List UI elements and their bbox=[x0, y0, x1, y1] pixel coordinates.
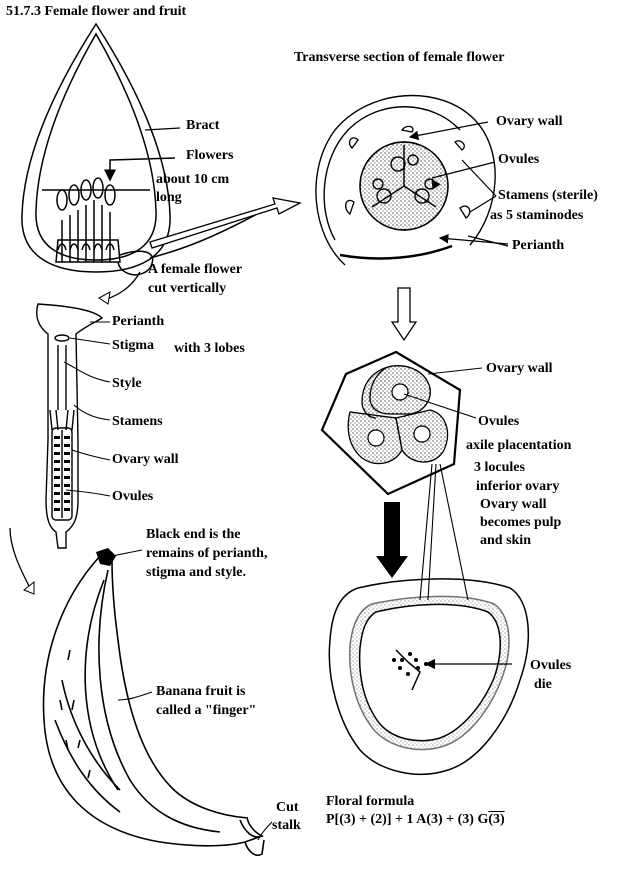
vertical-section-drawing bbox=[36, 303, 104, 549]
label-black-end-2: remains of perianth, bbox=[146, 546, 268, 561]
label-vs-stigma-note: with 3 lobes bbox=[174, 341, 245, 356]
label-ts-staminodes: as 5 staminodes bbox=[490, 208, 584, 223]
label-ts-ovules: Ovules bbox=[498, 152, 540, 167]
banana-leaders bbox=[111, 549, 273, 841]
vertical-ovules bbox=[54, 436, 70, 511]
label-size-1: about 10 cm bbox=[156, 172, 230, 187]
label-ts-perianth: Perianth bbox=[512, 238, 565, 253]
flower-cluster bbox=[55, 177, 121, 263]
formula-heading: Floral formula bbox=[326, 794, 415, 809]
label-ov-pulp-3: and skin bbox=[480, 533, 531, 548]
label-vs-style: Style bbox=[112, 376, 142, 391]
label-cut-2: stalk bbox=[272, 818, 301, 833]
banana-black-end bbox=[96, 548, 116, 566]
label-fs-ovules: Ovules bbox=[530, 658, 572, 673]
inflorescence-drawing bbox=[21, 22, 271, 276]
page-title: 51.7.3 Female flower and fruit bbox=[6, 4, 187, 19]
label-vs-caption-1: A female flower bbox=[148, 262, 243, 277]
label-vs-stamens: Stamens bbox=[112, 414, 163, 429]
transverse-section-drawing bbox=[315, 94, 496, 266]
fruit-section-drawing bbox=[328, 578, 529, 775]
staminodes bbox=[344, 125, 471, 219]
label-ov-locules: 3 locules bbox=[474, 460, 525, 475]
ovary-leaders bbox=[403, 367, 483, 601]
label-ts-stamens: Stamens (sterile) bbox=[498, 188, 598, 203]
label-ov-pulp-1: Ovary wall bbox=[480, 497, 547, 512]
label-ov-placentation: axile placentation bbox=[466, 438, 572, 453]
label-finger-2: called a "finger" bbox=[156, 703, 257, 718]
label-ov-ovary-wall: Ovary wall bbox=[486, 361, 553, 376]
transverse-leaders bbox=[408, 121, 509, 247]
label-cut-1: Cut bbox=[276, 800, 299, 815]
label-ts-ovary-wall: Ovary wall bbox=[496, 114, 563, 129]
vertical-leaders bbox=[63, 321, 111, 497]
label-vs-stigma: Stigma bbox=[112, 338, 154, 353]
label-fs-die: die bbox=[534, 677, 552, 692]
label-ov-inferior: inferior ovary bbox=[476, 479, 560, 494]
label-bract: Bract bbox=[186, 118, 220, 133]
label-vs-caption-2: cut vertically bbox=[148, 281, 227, 296]
label-vs-ovary-wall: Ovary wall bbox=[112, 452, 179, 467]
banana-fruit-drawing bbox=[42, 555, 265, 857]
label-vs-perianth: Perianth bbox=[112, 314, 165, 329]
floral-formula-main: P[(3) + (2)] + 1 A(3) + (3) G bbox=[326, 812, 489, 827]
ovary-drawing bbox=[320, 350, 462, 496]
floral-formula-ovary: (3) bbox=[488, 812, 505, 827]
label-size-2: long bbox=[156, 190, 182, 205]
floral-formula: P[(3) + (2)] + 1 A(3) + (3) G(3) bbox=[326, 812, 505, 828]
label-vs-ovules: Ovules bbox=[112, 489, 154, 504]
label-black-end-1: Black end is the bbox=[146, 527, 241, 542]
label-flowers: Flowers bbox=[186, 148, 234, 163]
label-black-end-3: stigma and style. bbox=[146, 565, 246, 580]
label-ov-ovules: Ovules bbox=[478, 414, 520, 429]
label-finger-1: Banana fruit is bbox=[156, 684, 246, 699]
label-ts-title: Transverse section of female flower bbox=[294, 50, 505, 65]
label-ov-pulp-2: becomes pulp bbox=[480, 515, 562, 530]
